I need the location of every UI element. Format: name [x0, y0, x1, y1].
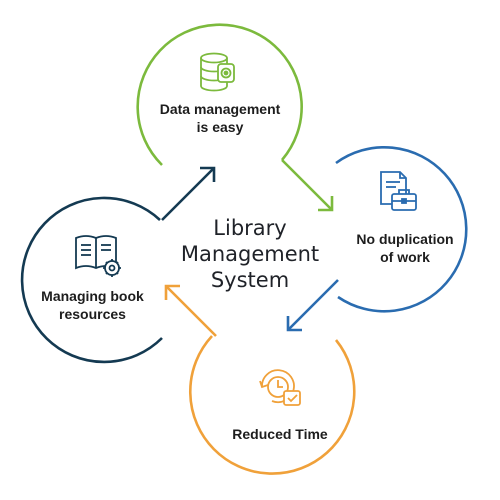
center-title-line3: System [210, 268, 290, 292]
data-management-label: Data management is easy [130, 100, 310, 136]
managing-book-label: Managing book resources [20, 287, 165, 323]
briefcase-document-icon [380, 171, 417, 211]
no-duplication-ring [286, 145, 468, 332]
arrow-head-orange [164, 284, 180, 300]
data-management-ring [136, 23, 334, 212]
no-duplication-line1: No duplication [356, 231, 454, 247]
arrow-head-blue [286, 316, 302, 332]
arrow-head-green [318, 196, 334, 212]
center-title-line2: Management [180, 242, 320, 266]
center-title-line1: Library [213, 216, 287, 240]
data-management-line2: is easy [196, 119, 244, 135]
no-duplication-line2: of work [380, 249, 430, 265]
no-duplication-label: No duplication of work [330, 230, 480, 266]
book-gear-icon [75, 235, 121, 277]
reduced-time-label: Reduced Time [200, 425, 360, 443]
reduced-time-line1: Reduced Time [232, 426, 328, 442]
managing-book-line1: Managing book [41, 288, 144, 304]
managing-book-ring [20, 166, 216, 364]
data-management-line1: Data management [159, 101, 281, 117]
reduced-time-ring [164, 284, 356, 475]
arrow-head-navy [200, 166, 216, 182]
managing-book-line2: resources [59, 306, 126, 322]
clock-checkmark-icon [259, 369, 301, 406]
center-title: Library Management System [165, 215, 335, 293]
database-icon [200, 52, 235, 92]
